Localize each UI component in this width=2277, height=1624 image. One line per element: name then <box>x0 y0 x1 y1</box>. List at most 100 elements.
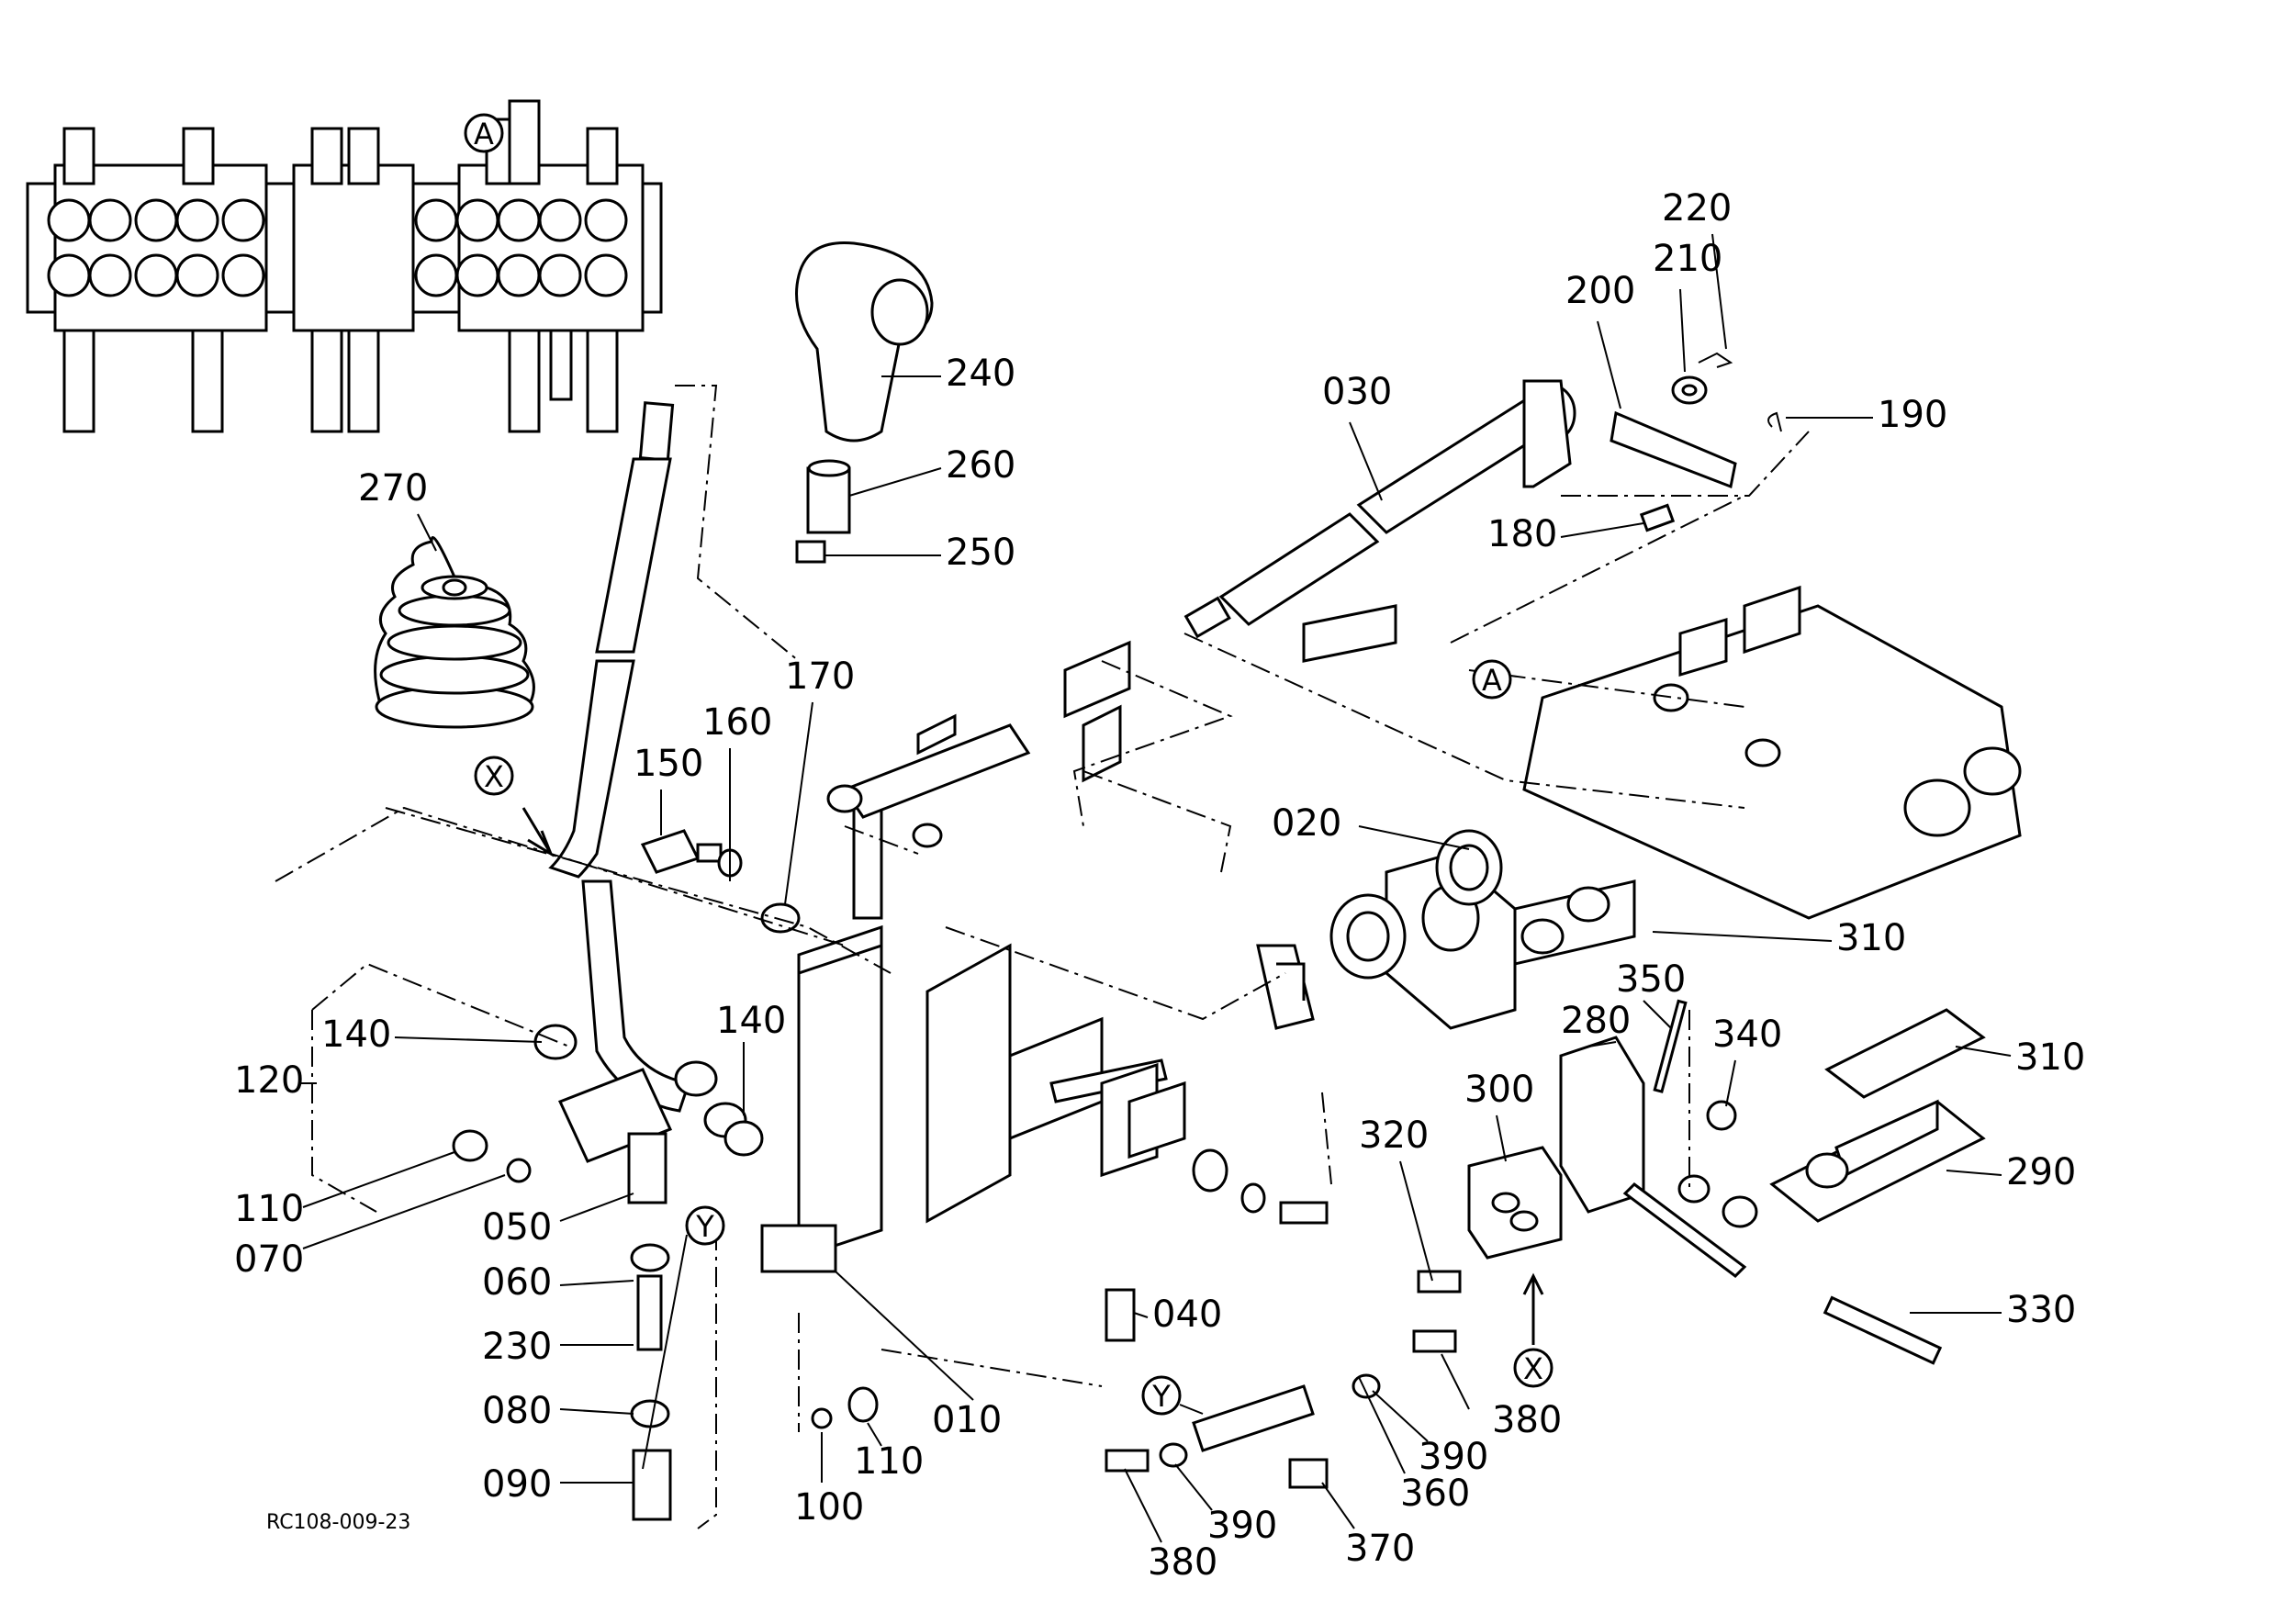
shaft-030-assembly <box>1183 352 1782 639</box>
leader-p310b <box>1955 1046 2012 1057</box>
leader-p060 <box>559 1280 634 1286</box>
housing-020 <box>1329 829 1636 1030</box>
leader-p070 <box>302 1174 506 1249</box>
leader-p370 <box>1321 1482 1355 1529</box>
part-label-210: 210 <box>1653 238 1722 280</box>
part-label-180: 180 <box>1487 513 1557 555</box>
leader-p110a <box>302 1151 455 1208</box>
control-valve-side-view <box>1522 585 2022 920</box>
leader-p140a <box>394 1036 543 1043</box>
part-label-190: 190 <box>1878 394 1947 436</box>
leader-lines <box>298 233 2012 1543</box>
ref-circle-refX2 <box>1513 1348 1554 1388</box>
part-label-310: 310 <box>2015 1036 2085 1079</box>
small-hardware <box>452 829 1943 1521</box>
ref-letter-refY1: Y <box>695 1209 714 1244</box>
leader-p040 <box>1133 1312 1149 1318</box>
part-label-290: 290 <box>2006 1151 2076 1193</box>
part-label-280: 280 <box>1561 1000 1631 1042</box>
valve-port-7-1 <box>497 253 541 297</box>
leader-p110b <box>867 1422 882 1447</box>
valve-port-8-0 <box>538 198 582 242</box>
part-label-030: 030 <box>1322 371 1392 413</box>
part-label-330: 330 <box>2006 1289 2076 1331</box>
ref-circle-refA2 <box>1472 659 1512 700</box>
part-label-230: 230 <box>482 1326 552 1368</box>
ref-circle-refY2 <box>1141 1375 1182 1416</box>
part-label-390: 390 <box>1207 1505 1277 1547</box>
leader-p270 <box>417 513 437 552</box>
valve-port-2-0 <box>134 198 178 242</box>
leader-p290 <box>1946 1170 2002 1176</box>
part-label-140: 140 <box>321 1014 391 1056</box>
part-label-270: 270 <box>358 467 428 510</box>
part-label-310: 310 <box>1836 917 1906 959</box>
control-valve-top-view <box>26 99 663 433</box>
part-label-110: 110 <box>234 1188 304 1230</box>
bracket-280-assembly <box>1467 1036 1747 1278</box>
rubber-boot-270 <box>374 536 535 729</box>
leader-p210 <box>1679 288 1686 373</box>
valve-port-9-0 <box>584 198 628 242</box>
part-label-390: 390 <box>1419 1436 1488 1478</box>
leader-p380a <box>1124 1468 1162 1543</box>
leader-p010 <box>835 1271 974 1401</box>
valve-port-6-1 <box>455 253 499 297</box>
valve-port-8-1 <box>538 253 582 297</box>
arrow-x1 <box>522 807 555 857</box>
leader-p380b <box>1441 1353 1470 1410</box>
ref-letter-refY2: Y <box>1151 1379 1171 1414</box>
leader-p320 <box>1399 1160 1433 1282</box>
part-label-340: 340 <box>1712 1014 1782 1056</box>
part-label-380: 380 <box>1492 1399 1562 1441</box>
valve-port-3-0 <box>175 198 219 242</box>
leader-p200 <box>1597 320 1621 409</box>
part-labels: 0100200300400500600700800901001101101201… <box>234 187 2085 1584</box>
valve-port-7-0 <box>497 198 541 242</box>
leader-p260 <box>848 467 942 497</box>
valve-port-4-0 <box>221 198 265 242</box>
part-label-320: 320 <box>1359 1114 1429 1157</box>
part-label-100: 100 <box>794 1486 864 1529</box>
link-y1 <box>642 1234 688 1470</box>
leader-p180 <box>1560 522 1644 538</box>
leader-p170 <box>784 701 813 905</box>
part-label-160: 160 <box>702 701 772 744</box>
leader-p390a <box>1174 1463 1213 1511</box>
valve-port-6-0 <box>455 198 499 242</box>
valve-port-5-0 <box>414 198 458 242</box>
ref-circle-refY1 <box>685 1205 725 1246</box>
leader-p350 <box>1643 1000 1672 1029</box>
ref-letter-refX1: X <box>484 759 504 794</box>
part-label-090: 090 <box>482 1463 552 1506</box>
valve-port-9-1 <box>584 253 628 297</box>
valve-port-1-1 <box>88 253 132 297</box>
pedal-290-assembly <box>1769 1008 1986 1223</box>
part-label-260: 260 <box>946 444 1015 487</box>
ref-letter-refA2: A <box>1482 663 1502 698</box>
leader-p310a <box>1652 931 1833 942</box>
part-label-240: 240 <box>946 353 1015 395</box>
valve-port-2-1 <box>134 253 178 297</box>
leader-p360 <box>1358 1376 1406 1474</box>
valve-port-1-0 <box>88 198 132 242</box>
part-label-120: 120 <box>234 1059 304 1102</box>
part-label-010: 010 <box>932 1399 1002 1441</box>
leader-p050 <box>559 1193 634 1222</box>
drawing-code: RC108-009-23 <box>266 1511 410 1534</box>
ref-letter-refX2: X <box>1523 1351 1543 1386</box>
leader-p080 <box>559 1408 634 1415</box>
part-label-200: 200 <box>1565 270 1635 312</box>
part-label-060: 060 <box>482 1261 552 1304</box>
valve-port-5-1 <box>414 253 458 297</box>
link-y2 <box>1179 1404 1204 1415</box>
part-label-220: 220 <box>1662 187 1732 230</box>
leader-p340 <box>1725 1059 1736 1107</box>
valve-port-4-1 <box>221 253 265 297</box>
ref-circle-refX1 <box>474 756 514 796</box>
ref-circle-refA1 <box>464 113 504 153</box>
leader-p220 <box>1711 233 1727 350</box>
